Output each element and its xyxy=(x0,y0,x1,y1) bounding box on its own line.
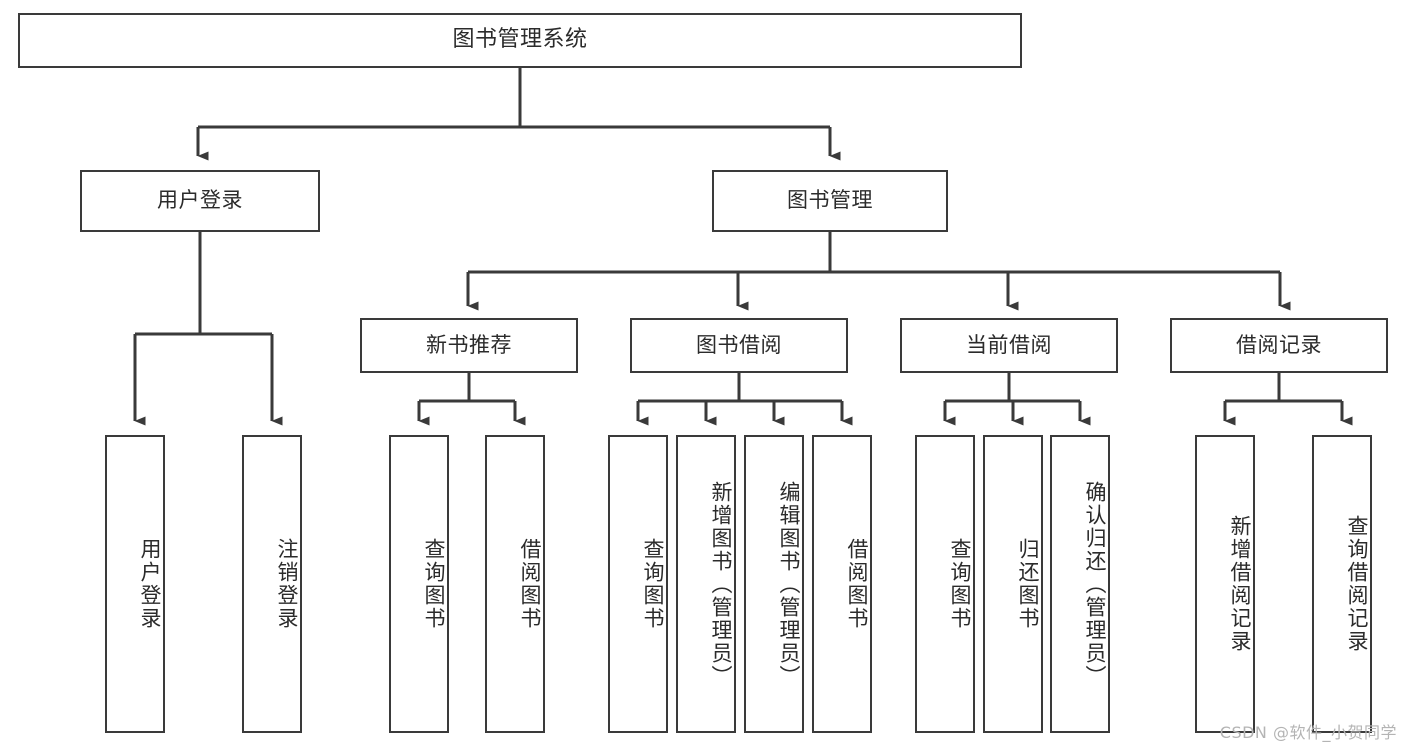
node-root-label: 图书管理系统 xyxy=(452,27,588,53)
leaf-borrow-book-2[interactable]: 借阅图书 xyxy=(812,435,872,733)
leaf-add-record[interactable]: 新增借阅记录 xyxy=(1195,435,1255,733)
node-root[interactable]: 图书管理系统 xyxy=(18,13,1022,68)
leaf-return-book-label: 归还图书 xyxy=(1016,538,1040,630)
leaf-query-book-1-label: 查询图书 xyxy=(422,538,446,630)
node-book-borrow[interactable]: 图书借阅 xyxy=(630,318,848,373)
leaf-confirm-return-label: 确认归还（管理员） xyxy=(1083,480,1107,688)
leaf-query-book-2-label: 查询图书 xyxy=(641,538,665,630)
leaf-query-book-3[interactable]: 查询图书 xyxy=(915,435,975,733)
node-borrow-record[interactable]: 借阅记录 xyxy=(1170,318,1388,373)
leaf-query-book-1[interactable]: 查询图书 xyxy=(389,435,449,733)
leaf-add-book[interactable]: 新增图书（管理员） xyxy=(676,435,736,733)
node-book-manage[interactable]: 图书管理 xyxy=(712,170,948,232)
leaf-add-book-label: 新增图书（管理员） xyxy=(709,480,733,688)
leaf-query-book-2[interactable]: 查询图书 xyxy=(608,435,668,733)
leaf-borrow-book-1[interactable]: 借阅图书 xyxy=(485,435,545,733)
leaf-edit-book[interactable]: 编辑图书（管理员） xyxy=(744,435,804,733)
node-current-borrow[interactable]: 当前借阅 xyxy=(900,318,1118,373)
leaf-borrow-book-2-label: 借阅图书 xyxy=(845,538,869,630)
csdn-watermark: CSDN @软件_小贺同学 xyxy=(1219,723,1397,742)
node-borrow-record-label: 借阅记录 xyxy=(1236,332,1322,357)
node-new-book-rec[interactable]: 新书推荐 xyxy=(360,318,578,373)
leaf-borrow-book-1-label: 借阅图书 xyxy=(518,538,542,630)
node-user-login-label: 用户登录 xyxy=(157,188,243,213)
leaf-query-book-3-label: 查询图书 xyxy=(948,538,972,630)
leaf-edit-book-label: 编辑图书（管理员） xyxy=(777,480,801,688)
node-new-book-rec-label: 新书推荐 xyxy=(426,332,512,357)
leaf-logout-label: 注销登录 xyxy=(275,538,299,630)
node-book-borrow-label: 图书借阅 xyxy=(696,332,782,357)
leaf-user-login[interactable]: 用户登录 xyxy=(105,435,165,733)
leaf-query-record-label: 查询借阅记录 xyxy=(1345,515,1369,653)
leaf-user-login-label: 用户登录 xyxy=(138,538,162,630)
leaf-confirm-return[interactable]: 确认归还（管理员） xyxy=(1050,435,1110,733)
leaf-logout[interactable]: 注销登录 xyxy=(242,435,302,733)
node-user-login[interactable]: 用户登录 xyxy=(80,170,320,232)
node-book-manage-label: 图书管理 xyxy=(787,188,873,213)
leaf-return-book[interactable]: 归还图书 xyxy=(983,435,1043,733)
leaf-add-record-label: 新增借阅记录 xyxy=(1228,515,1252,653)
leaf-query-record[interactable]: 查询借阅记录 xyxy=(1312,435,1372,733)
node-current-borrow-label: 当前借阅 xyxy=(966,332,1052,357)
